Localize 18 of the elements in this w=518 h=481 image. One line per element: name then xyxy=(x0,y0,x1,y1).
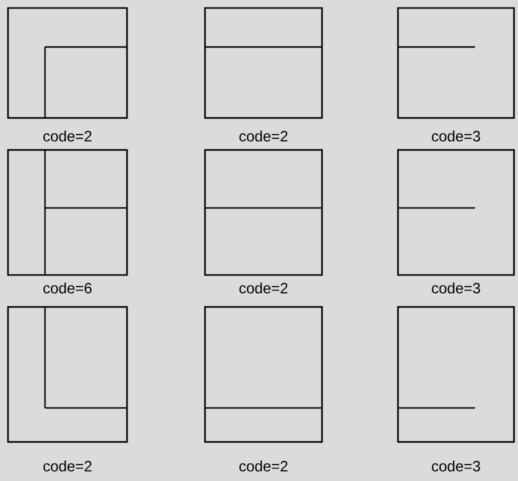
grid-panel xyxy=(204,7,323,119)
grid-panel xyxy=(397,7,515,119)
grid-panel xyxy=(7,7,128,119)
grid-panel xyxy=(204,149,323,276)
panel-label: code=2 xyxy=(239,460,288,472)
panel-label: code=2 xyxy=(43,130,92,142)
grid-panel xyxy=(7,149,128,276)
panel-label: code=3 xyxy=(432,282,480,294)
panel-label: code=2 xyxy=(239,282,288,294)
panel-label: code=2 xyxy=(239,130,288,142)
panel-label: code=2 xyxy=(43,460,92,472)
grid-panel xyxy=(397,149,515,276)
panel-label: code=6 xyxy=(43,282,92,294)
grid-panel xyxy=(7,306,128,443)
panel-label: code=3 xyxy=(432,460,480,472)
grid-panel xyxy=(397,306,515,443)
grid-panel xyxy=(204,306,323,443)
panel-label: code=3 xyxy=(432,130,480,142)
